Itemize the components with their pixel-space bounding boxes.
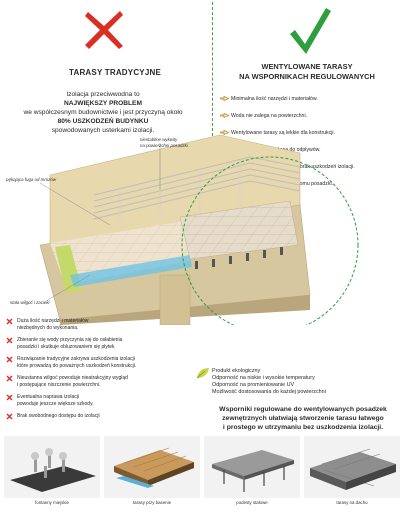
benefit-item: Minimalna ilość narzędzi i materiałów. — [220, 95, 400, 113]
callout-moisture: stała wilgoć i zacieki — [10, 300, 50, 305]
terrace-illustration: niestabilne wykwity na powierzchni posad… — [0, 134, 404, 334]
traditional-terraces-title: TARASY TRADYCYJNE — [68, 68, 161, 77]
benefit-item: Wentylowane tarasy są lekkie dla konstru… — [220, 129, 400, 147]
terrace-cross-section-graphic — [39, 134, 359, 334]
green-check-icon — [288, 6, 332, 56]
benefit-item: Woda nie zalega na powierzchni. — [220, 112, 400, 130]
small-red-x-icon — [6, 356, 13, 363]
thumb-steel-platforms — [204, 436, 300, 498]
callout-efflorescence: niestabilne wykwity na powierzchni posad… — [140, 137, 188, 148]
thumb-label: tarasy na dachu — [336, 500, 368, 505]
pointing-hand-icon — [220, 129, 229, 136]
problem-item: Brak swobodnego dostępu do izolacji — [6, 413, 206, 420]
pointing-hand-icon — [220, 112, 229, 119]
pointing-hand-icon — [220, 95, 229, 102]
thumb-roof-terraces — [304, 436, 400, 498]
thumb-pool-terraces — [104, 436, 200, 498]
eco-features: Produkt ekologiczny Odporność na niskie … — [212, 368, 326, 395]
summary-statement: Wsporniki regulowane do wentylowanych po… — [219, 406, 387, 431]
thumb-label: tarasy przy basenie — [132, 500, 172, 505]
applications-strip: fontanny miejskie tarasy przy basenie po… — [0, 434, 404, 512]
problem-item: Rozwiązanie tradycyjne zakrywa uszkodzen… — [6, 356, 206, 369]
callout-cracking-grout: pękająca fuga od mrozów — [6, 177, 57, 182]
section-divider — [212, 2, 213, 252]
thumb-label: fontanny miejskie — [35, 500, 69, 505]
thumb-label: podesty stalowe — [236, 500, 268, 505]
traditional-intro: Izolacja przeciwwodna to NAJWIĘKSZY PROB… — [23, 91, 183, 134]
small-red-x-icon — [6, 375, 13, 382]
ventilated-terraces-title: WENTYLOWANE TARASY NA WSPORNIKACH REGULO… — [239, 62, 375, 81]
small-red-x-icon — [6, 394, 13, 401]
eco-leaf-icon — [196, 366, 210, 379]
thumb-fountains — [4, 436, 100, 498]
small-red-x-icon — [6, 318, 13, 325]
small-red-x-icon — [6, 337, 13, 344]
problem-item: Nieustanna wilgoć powoduje nieatrakcyjny… — [6, 375, 206, 388]
red-x-icon — [82, 8, 126, 52]
small-red-x-icon — [6, 413, 13, 420]
problem-item: Zbieranie się wody przyczynia się do osł… — [6, 337, 206, 350]
